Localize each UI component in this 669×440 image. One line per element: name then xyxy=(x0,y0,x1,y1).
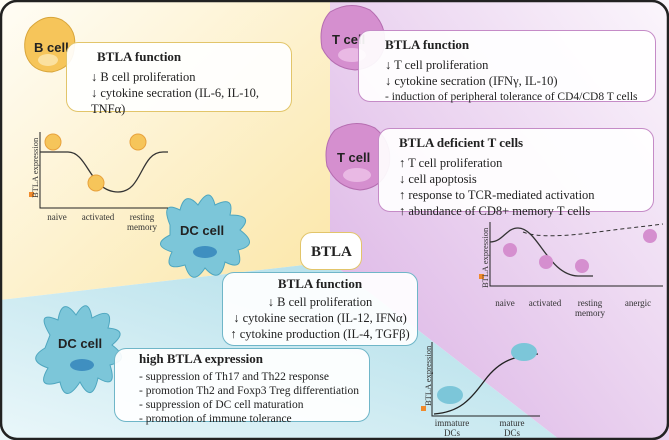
t-deficient-box-title: BTLA deficient T cells xyxy=(399,135,524,150)
t-chart-curve xyxy=(489,227,593,277)
dc-chart-curve xyxy=(433,353,539,415)
t-deficient-item: ↑ T cell proliferation xyxy=(399,156,503,170)
t-cell-item: ↓ cytokine secration (IFNγ, IL-10) xyxy=(385,74,558,88)
receptor-icon xyxy=(29,192,34,197)
b-memory-cell xyxy=(129,133,147,151)
btla-center-label: BTLA xyxy=(300,232,362,270)
dc-high-expression-box: high BTLA expression - suppression of Th… xyxy=(114,348,370,425)
dc-high-box-title: high BTLA expression xyxy=(139,351,264,366)
b-chart-axes xyxy=(39,132,168,209)
t-chart-axes xyxy=(489,222,663,287)
dc-function-box: BTLA function ↓ B cell proliferation ↓ c… xyxy=(222,272,418,346)
t-cell-item: ↓ T cell proliferation xyxy=(385,58,489,72)
t-chart-xlabel: resting memory xyxy=(575,298,605,318)
t-deficient-item: ↓ cell apoptosis xyxy=(399,172,477,186)
dc-cell-left-icon xyxy=(35,305,122,394)
dc-cell-top-label: DC cell xyxy=(180,223,225,238)
dc-function-item: ↓ B cell proliferation xyxy=(267,295,373,309)
dc-chart-axes xyxy=(431,342,540,417)
dc-chart-ylabel: BTLA expression xyxy=(423,345,433,406)
t-cell-box-title: BTLA function xyxy=(385,37,470,52)
dc-function-item: ↑ cytokine production (IL-4, TGFβ) xyxy=(230,327,410,341)
b-cell-box-title: BTLA function xyxy=(97,49,182,64)
b-chart-curve xyxy=(40,151,168,193)
dc-chart-xlabel: immature DCs xyxy=(434,418,470,438)
t-chart-ylabel: BTLA expression xyxy=(480,227,490,288)
dc-high-item: - suppression of DC cell maturation xyxy=(139,399,304,411)
t-deficient-box: BTLA deficient T cells ↑ T cell prolifer… xyxy=(378,128,654,218)
dc-mature-cell xyxy=(511,343,537,361)
t-chart-dashed-curve xyxy=(522,223,664,237)
t-cell-function-box: BTLA function ↓ T cell proliferation ↓ c… xyxy=(358,30,656,103)
b-cell-item: ↓ B cell proliferation xyxy=(91,70,196,84)
t-anergic-cell xyxy=(643,229,657,243)
receptor-icon xyxy=(421,406,426,411)
b-chart-xlabel: naive xyxy=(47,212,67,222)
dc-immature-cell xyxy=(437,386,463,404)
b-chart-ylabel: BTLA expression xyxy=(30,137,40,198)
b-naive-cell xyxy=(44,133,62,151)
t-cell-expression-chart xyxy=(479,222,664,287)
t-memory-cell xyxy=(575,259,589,273)
t-chart-xlabel: activated xyxy=(528,298,562,308)
t-cell-deficient-label: T cell xyxy=(337,150,371,165)
t-deficient-item: ↑ abundance of CD8+ memory T cells xyxy=(399,204,591,218)
b-cell-icon xyxy=(24,16,76,73)
t-chart-xlabel: anergic xyxy=(624,298,652,308)
dc-function-item: ↓ cytokine secration (IL-12, IFNα) xyxy=(233,311,407,325)
t-cell-label: T cell xyxy=(332,32,366,47)
b-chart-xlabel: resting memory xyxy=(127,212,157,232)
b-cell-item: ↓ cytokine secration (IL-6, IL-10, TNFα) xyxy=(91,86,259,116)
t-naive-cell xyxy=(503,243,517,257)
t-deficient-item: ↑ response to TCR-mediated activation xyxy=(399,188,595,202)
b-chart-xlabel: activated xyxy=(81,212,115,222)
receptor-icon xyxy=(479,274,484,279)
t-cell-region xyxy=(330,0,669,440)
t-cell-item: - induction of peripheral tolerance of C… xyxy=(385,91,638,103)
dc-high-item: - suppression of Th17 and Th22 response xyxy=(139,371,329,383)
dc-chart-xlabel: mature DCs xyxy=(499,418,525,438)
b-activated-cell xyxy=(87,174,105,192)
dc-cell-left-label: DC cell xyxy=(58,336,103,351)
dc-high-item: - promotion of immune tolerance xyxy=(139,413,292,425)
t-chart-xlabel: naive xyxy=(495,298,515,308)
b-cell-expression-chart xyxy=(29,132,168,209)
b-cell-function-box: BTLA function ↓ B cell proliferation ↓ c… xyxy=(66,42,292,116)
t-activated-cell xyxy=(539,255,553,269)
dc-high-item: - promotion Th2 and Foxp3 Treg different… xyxy=(139,385,359,397)
dc-cell-top-icon xyxy=(160,194,250,278)
dc-function-box-title: BTLA function xyxy=(277,276,363,291)
b-cell-label: B cell xyxy=(34,40,69,55)
dc-expression-chart xyxy=(421,342,540,417)
